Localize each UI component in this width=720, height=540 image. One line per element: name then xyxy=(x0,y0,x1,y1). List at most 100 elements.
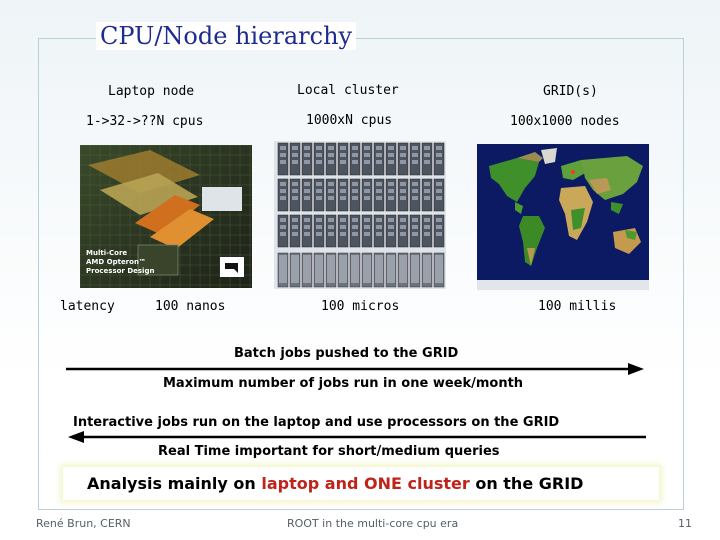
rack-unit xyxy=(328,189,334,193)
world-map-image xyxy=(477,144,649,290)
rack-unit xyxy=(289,214,301,248)
rack-unit xyxy=(340,232,346,236)
rack-unit xyxy=(280,196,286,200)
rack-unit xyxy=(301,178,313,212)
rack-unit xyxy=(304,146,310,150)
rack-unit xyxy=(364,225,370,229)
rack-unit xyxy=(424,182,430,186)
rack-unit xyxy=(292,160,298,164)
rack-unit xyxy=(421,178,433,212)
rack-unit xyxy=(433,142,445,176)
rack-unit xyxy=(424,189,430,193)
rack-unit xyxy=(361,214,373,248)
local-cluster-label: Local cluster xyxy=(297,83,399,98)
rack-unit xyxy=(412,160,418,164)
rack-unit xyxy=(424,225,430,229)
rack-unit xyxy=(340,196,346,200)
rack-unit xyxy=(388,153,394,157)
rack-unit xyxy=(424,232,430,236)
rack-unit xyxy=(400,153,406,157)
rack-unit xyxy=(423,255,431,283)
rack-unit xyxy=(291,255,299,283)
rack-unit xyxy=(412,232,418,236)
rack-unit xyxy=(412,218,418,222)
cluster-racks-image xyxy=(274,141,446,289)
rack-unit xyxy=(351,255,359,283)
analysis-suffix: on the GRID xyxy=(469,474,584,493)
rack-unit xyxy=(316,146,322,150)
rack-unit xyxy=(400,160,406,164)
rack-unit xyxy=(385,142,397,176)
rack-unit xyxy=(436,189,442,193)
rack-unit xyxy=(328,196,334,200)
rack-unit xyxy=(400,218,406,222)
rack-unit xyxy=(315,255,323,283)
rack-unit xyxy=(424,160,430,164)
rack-unit xyxy=(400,232,406,236)
grid-latency-value: 100 millis xyxy=(538,299,617,314)
rack-unit xyxy=(400,182,406,186)
batch-jobs-caption: Batch jobs pushed to the GRID xyxy=(234,346,459,361)
rack-unit xyxy=(316,189,322,193)
slide-title: CPU/Node hierarchy xyxy=(96,22,357,50)
rack-unit xyxy=(376,225,382,229)
rack-unit xyxy=(325,142,337,176)
page-number: 11 xyxy=(678,517,692,530)
rack-unit xyxy=(340,182,346,186)
rack-unit xyxy=(292,189,298,193)
rack-unit xyxy=(340,218,346,222)
rack-unit xyxy=(304,196,310,200)
rack-unit xyxy=(388,182,394,186)
rack-unit xyxy=(340,153,346,157)
rack-unit xyxy=(400,225,406,229)
rack-unit xyxy=(387,255,395,283)
rack-unit xyxy=(301,214,313,248)
rack-unit xyxy=(279,255,287,283)
rack-unit xyxy=(421,142,433,176)
rack-unit xyxy=(304,218,310,222)
rack-unit xyxy=(388,225,394,229)
rack-unit xyxy=(352,153,358,157)
rack-unit xyxy=(337,214,349,248)
rack-unit xyxy=(292,225,298,229)
rack-unit xyxy=(412,196,418,200)
rack-unit xyxy=(385,214,397,248)
rack-unit xyxy=(412,189,418,193)
rack-unit xyxy=(303,255,311,283)
rack-unit xyxy=(373,214,385,248)
analysis-text: Analysis mainly on laptop and ONE cluste… xyxy=(87,474,583,493)
rack-unit xyxy=(436,182,442,186)
interactive-jobs-caption: Interactive jobs run on the laptop and u… xyxy=(73,415,560,430)
rack-unit xyxy=(352,232,358,236)
rack-unit xyxy=(304,232,310,236)
rack-unit xyxy=(328,225,334,229)
rack-unit xyxy=(397,214,409,248)
rack-unit xyxy=(280,225,286,229)
rack-unit xyxy=(289,142,301,176)
rack-unit xyxy=(409,214,421,248)
rack-unit xyxy=(435,255,443,283)
rack-unit xyxy=(316,218,322,222)
rack-unit xyxy=(364,160,370,164)
rack-unit xyxy=(292,232,298,236)
footer-author: René Brun, CERN xyxy=(36,517,131,530)
rack-unit xyxy=(364,189,370,193)
rack-unit xyxy=(436,196,442,200)
rack-unit xyxy=(289,178,301,212)
rack-unit xyxy=(424,153,430,157)
rack-unit xyxy=(301,142,313,176)
rack-unit xyxy=(277,178,289,212)
rack-unit xyxy=(400,189,406,193)
rack-unit xyxy=(349,142,361,176)
rack-unit xyxy=(280,146,286,150)
rack-unit xyxy=(412,146,418,150)
rack-unit xyxy=(316,232,322,236)
rack-unit xyxy=(352,225,358,229)
rack-unit xyxy=(436,160,442,164)
rack-unit xyxy=(292,218,298,222)
rack-unit xyxy=(352,196,358,200)
rack-unit xyxy=(424,146,430,150)
rack-unit xyxy=(409,178,421,212)
footer-talk-title: ROOT in the multi-core cpu era xyxy=(287,517,459,530)
rack-unit xyxy=(352,160,358,164)
